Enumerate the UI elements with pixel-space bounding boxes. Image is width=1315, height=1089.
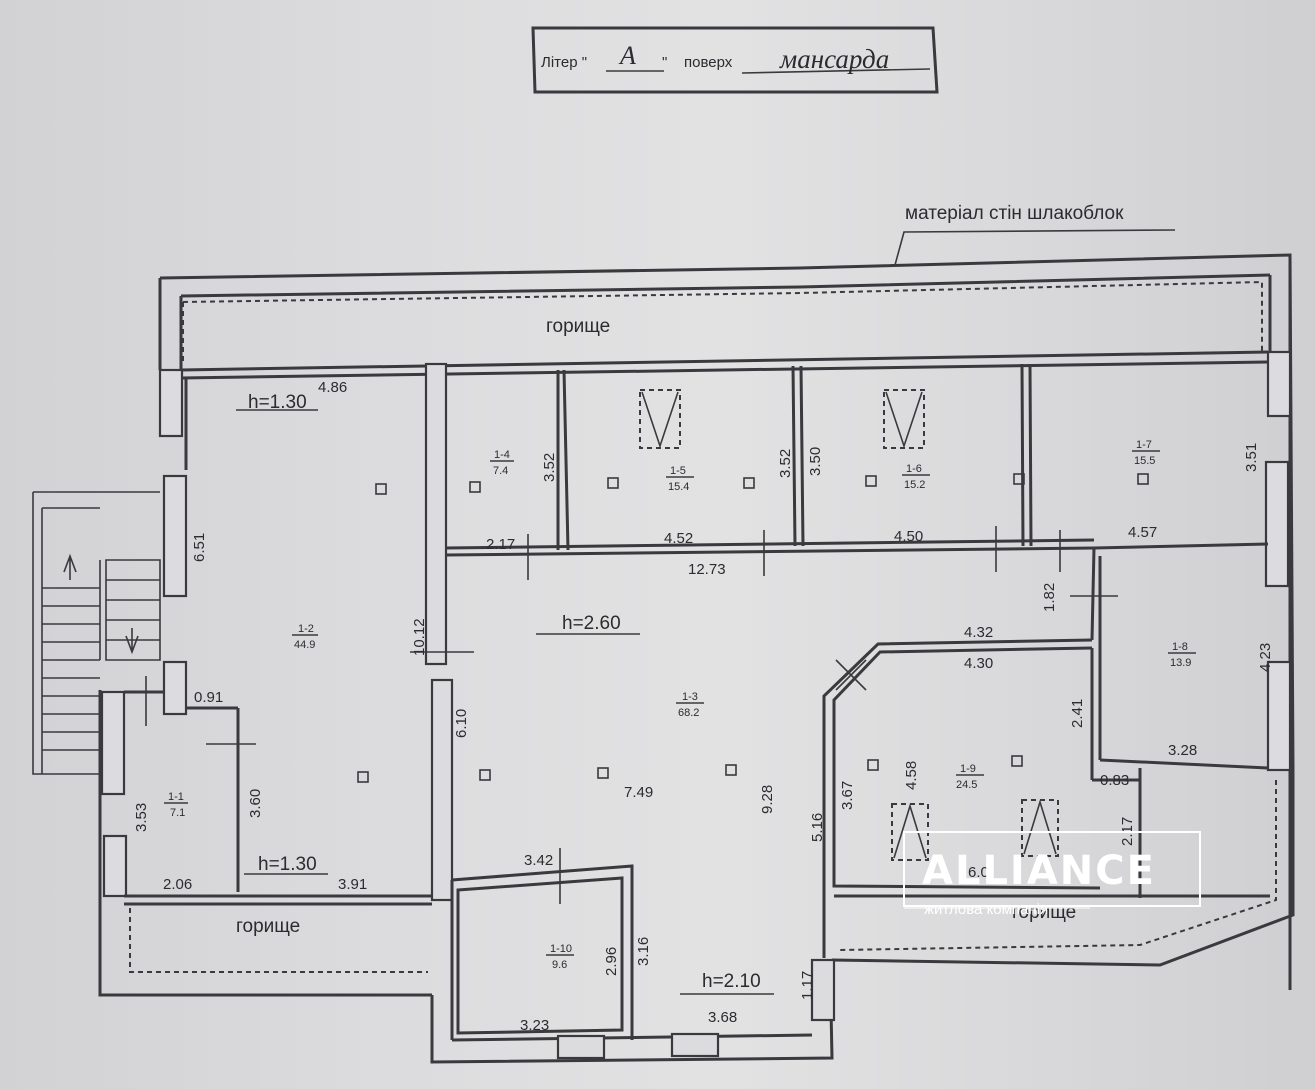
room-1-4: 1-4 7.4 (490, 449, 514, 477)
svg-text:4.52: 4.52 (664, 530, 693, 547)
svg-text:0.91: 0.91 (194, 689, 223, 706)
svg-text:12.73: 12.73 (688, 561, 726, 578)
height-left-small: h=1.30 (258, 854, 317, 875)
svg-text:3.91: 3.91 (338, 876, 367, 893)
svg-text:3.28: 3.28 (1168, 742, 1197, 759)
svg-text:6.10: 6.10 (453, 709, 470, 738)
svg-text:9.6: 9.6 (552, 959, 567, 971)
room-1-3: 1-3 68.2 (676, 691, 704, 719)
attic-label-right: горище (1012, 902, 1076, 923)
svg-text:3.52: 3.52 (541, 453, 558, 482)
attic-label-left: горище (236, 916, 300, 937)
header-box: Літер " А " поверх мансарда (531, 26, 939, 94)
svg-text:1.82: 1.82 (1041, 583, 1058, 612)
height-left-big: h=1.30 (248, 392, 307, 413)
svg-text:1-4: 1-4 (494, 449, 510, 461)
dimension-ticks (145, 526, 1118, 904)
svg-text:1.17: 1.17 (799, 971, 816, 1000)
svg-text:10.12: 10.12 (411, 618, 428, 656)
svg-text:9.28: 9.28 (759, 785, 776, 814)
attic-label-top: горище (546, 316, 610, 337)
svg-text:15.2: 15.2 (904, 479, 925, 491)
svg-text:15.4: 15.4 (668, 481, 689, 493)
svg-text:0.83: 0.83 (1100, 772, 1129, 789)
svg-text:3.50: 3.50 (807, 447, 824, 476)
svg-text:1-7: 1-7 (1136, 439, 1152, 451)
room-1-5: 1-5 15.4 (666, 465, 694, 493)
alliance-logo: ALLIANCE житлова компанія (903, 831, 1201, 918)
svg-text:3.42: 3.42 (524, 852, 553, 869)
svg-text:3.60: 3.60 (247, 789, 264, 818)
svg-text:13.9: 13.9 (1170, 657, 1191, 669)
svg-text:7.49: 7.49 (624, 784, 653, 801)
ceiling-markers (357, 473, 1149, 783)
svg-text:3.67: 3.67 (839, 781, 856, 810)
svg-text:7.1: 7.1 (170, 807, 185, 819)
svg-text:4.30: 4.30 (964, 655, 993, 672)
room-1-8: 1-8 13.9 (1168, 641, 1196, 669)
svg-text:2.06: 2.06 (163, 876, 192, 893)
svg-text:3.51: 3.51 (1243, 443, 1260, 472)
height-bottom: h=2.10 (702, 971, 761, 992)
svg-text:2.96: 2.96 (603, 947, 620, 976)
svg-text:6.51: 6.51 (191, 533, 208, 562)
svg-text:24.5: 24.5 (956, 779, 977, 791)
room-1-6: 1-6 15.2 (902, 463, 930, 491)
dimension-labels: 4.86 6.51 10.12 0.91 3.60 3.53 2.06 3.91… (133, 379, 1274, 1034)
floor-value: мансарда (779, 44, 889, 74)
svg-text:1-6: 1-6 (906, 463, 922, 475)
outer-walls (98, 253, 1295, 1064)
room-labels: 1-1 7.1 1-2 44.9 1-3 68.2 1-4 7.4 1-5 15… (164, 439, 1196, 971)
interior-walls (124, 350, 1292, 1060)
svg-text:3.52: 3.52 (777, 449, 794, 478)
wall-material-note: матеріал стін шлакоблок (894, 203, 1176, 266)
svg-text:4.32: 4.32 (964, 624, 993, 641)
svg-text:5.16: 5.16 (809, 813, 826, 842)
svg-text:68.2: 68.2 (678, 707, 699, 719)
svg-text:3.16: 3.16 (635, 937, 652, 966)
svg-text:4.57: 4.57 (1128, 524, 1157, 541)
logo-name: ALLIANCE (922, 848, 1156, 894)
left-windows (100, 368, 188, 898)
room-1-2: 1-2 44.9 (292, 623, 318, 651)
svg-text:1-2: 1-2 (298, 623, 314, 635)
svg-text:1-1: 1-1 (168, 791, 184, 803)
svg-text:2.17: 2.17 (486, 536, 515, 553)
svg-text:3.53: 3.53 (133, 803, 150, 832)
room-1-9: 1-9 24.5 (956, 763, 984, 791)
svg-text:4.86: 4.86 (318, 379, 347, 396)
svg-text:1-9: 1-9 (960, 763, 976, 775)
liter-label: Літер " (541, 54, 587, 71)
svg-text:4.23: 4.23 (1257, 643, 1274, 672)
svg-text:6.0: 6.0 (968, 864, 989, 881)
svg-text:4.50: 4.50 (894, 528, 923, 545)
svg-text:3.68: 3.68 (708, 1009, 737, 1026)
height-hall: h=2.60 (562, 613, 621, 634)
stairs (32, 491, 161, 775)
wall-material-text: матеріал стін шлакоблок (905, 203, 1124, 224)
svg-text:4.58: 4.58 (903, 761, 920, 790)
svg-text:2.41: 2.41 (1069, 699, 1086, 728)
logo-tagline: житлова компанія (924, 901, 1048, 918)
room-1-10: 1-10 9.6 (546, 943, 574, 971)
svg-text:3.23: 3.23 (520, 1017, 549, 1034)
svg-text:1-8: 1-8 (1172, 641, 1188, 653)
liter-value: А (618, 41, 636, 70)
floor-label: поверх (684, 54, 733, 71)
room-1-7: 1-7 15.5 (1132, 439, 1160, 467)
liter-close: " (662, 54, 667, 71)
svg-text:7.4: 7.4 (493, 465, 508, 477)
svg-text:1-10: 1-10 (550, 943, 572, 955)
svg-text:1-5: 1-5 (670, 465, 686, 477)
svg-text:1-3: 1-3 (682, 691, 698, 703)
svg-text:44.9: 44.9 (294, 639, 315, 651)
room-1-1: 1-1 7.1 (164, 791, 188, 819)
svg-text:15.5: 15.5 (1134, 455, 1155, 467)
